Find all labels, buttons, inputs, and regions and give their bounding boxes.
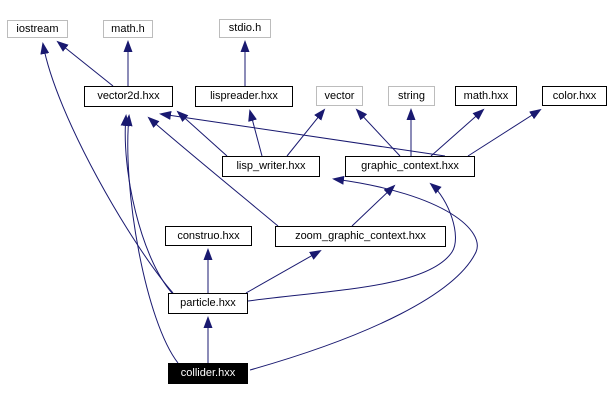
edge-lisp_writer_hxx-to-vector — [286, 108, 326, 157]
edge-particle_hxx-to-graphic_context_hxx — [247, 182, 456, 302]
edge-zoom_graphic_context_hxx-to-vector2d_hxx — [147, 116, 279, 227]
node-string: string — [388, 86, 435, 106]
node-construo[interactable]: construo.hxx — [165, 226, 252, 246]
edge-particle_hxx-to-iostream — [40, 42, 174, 294]
node-math_hxx[interactable]: math.hxx — [455, 86, 517, 106]
node-collider: collider.hxx — [168, 363, 248, 384]
edge-graphic_context_hxx-to-vector2d_hxx — [159, 111, 446, 157]
edge-lisp_writer_hxx-to-lispreader_hxx — [248, 109, 263, 157]
node-particle[interactable]: particle.hxx — [168, 293, 248, 314]
node-lispreader[interactable]: lispreader.hxx — [195, 86, 293, 107]
node-stdio_h: stdio.h — [219, 19, 271, 38]
edge-particle_hxx-to-zoom_graphic_context_hxx — [245, 250, 322, 294]
edge-vector2d_hxx-to-iostream — [56, 40, 114, 87]
edge-graphic_context_hxx-to-math_hxx — [430, 108, 485, 157]
node-vector2d[interactable]: vector2d.hxx — [84, 86, 173, 107]
edge-graphic_context_hxx-to-color_hxx — [467, 108, 542, 157]
edge-graphic_context_hxx-to-vector — [355, 108, 401, 157]
node-zoom_graphic_context[interactable]: zoom_graphic_context.hxx — [275, 226, 446, 247]
node-vector: vector — [316, 86, 363, 106]
node-iostream: iostream — [7, 20, 68, 38]
edge-collider_hxx-to-vector2d_hxx — [123, 114, 179, 364]
node-lisp_writer[interactable]: lisp_writer.hxx — [222, 156, 320, 177]
node-color_hxx[interactable]: color.hxx — [542, 86, 607, 106]
node-math_h: math.h — [103, 20, 153, 38]
edge-collider_hxx-to-lisp_writer_hxx — [249, 175, 478, 371]
edge-lisp_writer_hxx-to-vector2d_hxx — [176, 110, 228, 157]
edge-zoom_graphic_context_hxx-to-graphic_context_hxx — [351, 184, 396, 227]
node-graphic_context[interactable]: graphic_context.hxx — [345, 156, 475, 177]
edge-particle_hxx-to-vector2d_hxx — [120, 114, 173, 294]
